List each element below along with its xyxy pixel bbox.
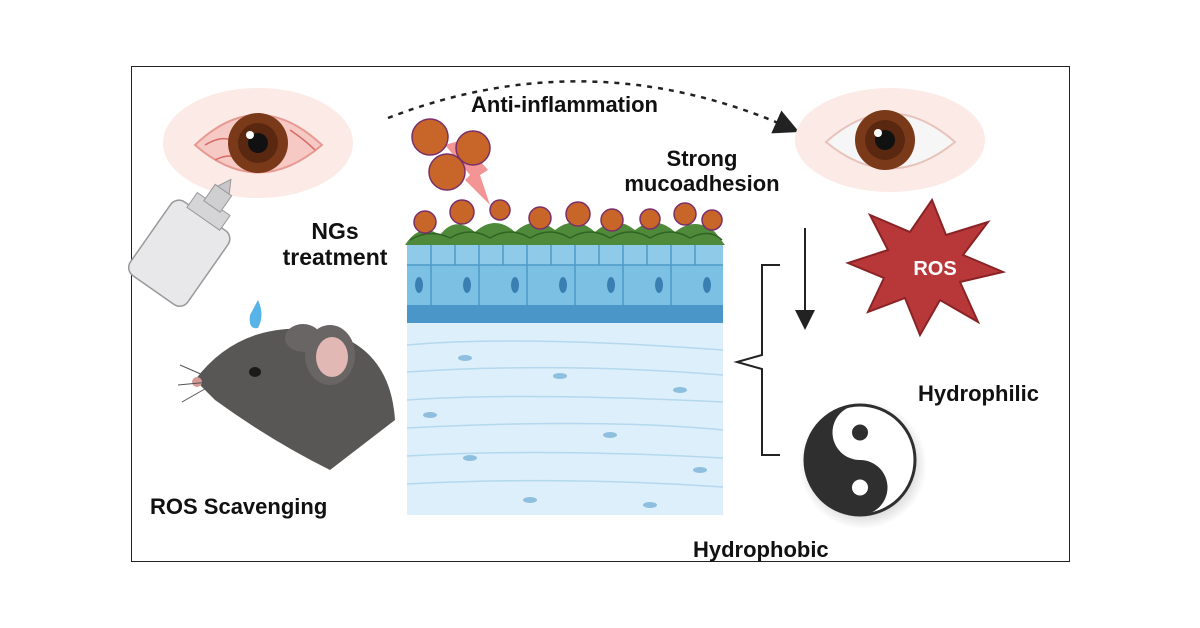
mouse-icon (177, 324, 395, 470)
ngs-treatment-line1: NGs (311, 218, 359, 244)
strong-mucoadhesion-line2: mucoadhesion (624, 171, 780, 197)
figure-frame (131, 66, 1070, 562)
anti-inflammation-label: Anti-inflammation (471, 92, 658, 117)
mucus-layer (405, 222, 725, 245)
yin-yang-icon (799, 401, 927, 529)
ros-badge-label: ROS (913, 258, 957, 280)
nanogels-surface (413, 199, 723, 234)
hydrophobic-label: Hydrophobic (693, 537, 829, 562)
healthy-eye-icon (795, 88, 985, 192)
inflamed-eye-icon (163, 88, 353, 198)
ros-scavenging-label: ROS Scavenging (150, 494, 328, 519)
hydrophilic-label: Hydrophilic (918, 381, 1040, 406)
strong-mucoadhesion-label: Strong mucoadhesion (612, 146, 792, 197)
ngs-treatment-label: NGs treatment (265, 218, 405, 271)
strong-mucoadhesion-line1: Strong (666, 146, 738, 171)
nanogels-incoming (411, 118, 491, 205)
eye-drop-bottle-icon (127, 178, 262, 329)
ngs-treatment-line2: treatment (282, 244, 388, 271)
dashed-curve-arrow (387, 80, 800, 134)
epithelium-layer (407, 243, 723, 305)
basement-membrane (407, 305, 723, 323)
corneal-stroma (406, 323, 724, 515)
bracket (733, 264, 780, 456)
ros-star-icon (845, 197, 1007, 338)
